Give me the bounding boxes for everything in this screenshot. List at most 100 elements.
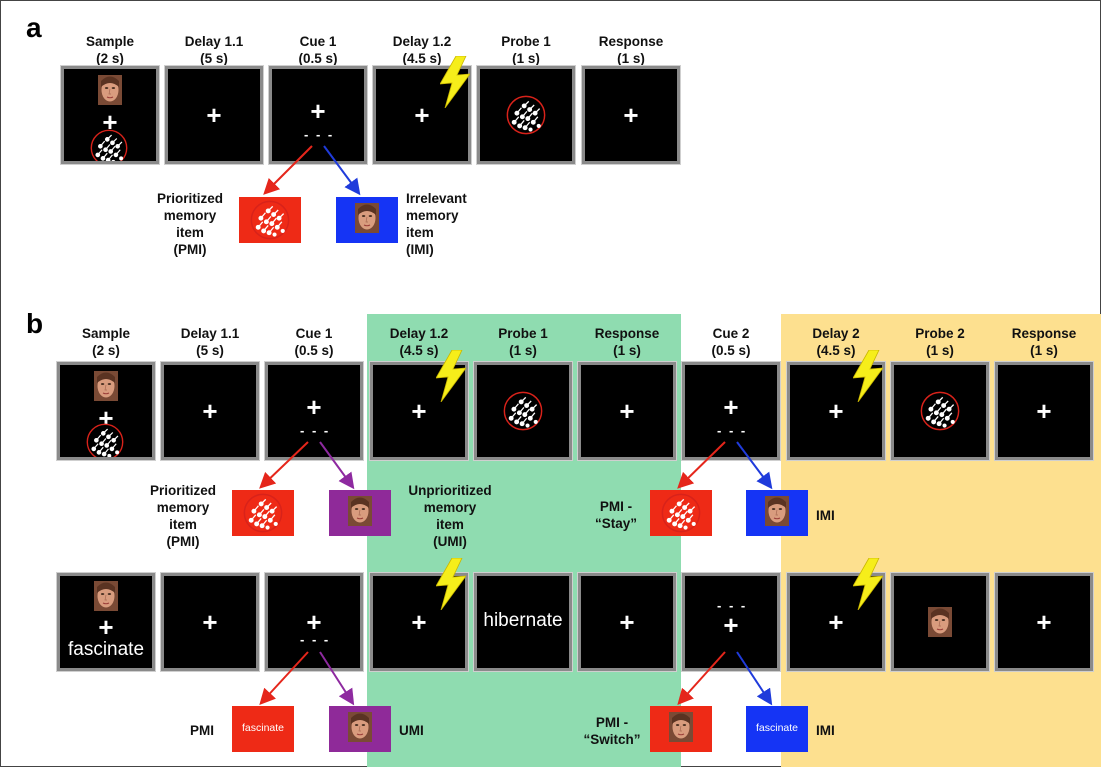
fixation-cross: +	[202, 607, 218, 637]
phase-duration: (0.5 s)	[294, 343, 334, 358]
screen-a-delay-1-1: +	[168, 69, 260, 161]
cue-dashes: - - -	[717, 423, 748, 438]
phase-name: Cue 1	[299, 34, 337, 49]
screen-b1-cue-2: + - - -	[685, 365, 777, 457]
fixation-cross: +	[306, 607, 322, 637]
pmi-item-box	[239, 197, 301, 243]
arrow-to-pmi	[259, 441, 309, 489]
pmi-item-box-b1	[232, 490, 294, 536]
arrow-to-pmi	[259, 651, 309, 705]
phase-duration: (4.5 s)	[816, 343, 856, 358]
panel_a-header-6: Response(1 s)	[579, 33, 683, 67]
panel_b-header-4: Delay 1.2(4.5 s)	[367, 325, 471, 359]
screen-b1-probe-1	[477, 365, 569, 457]
arrow-to-pmi-switch	[677, 651, 726, 705]
fixation-cross: +	[1036, 607, 1052, 637]
arrow-to-umi	[319, 651, 355, 706]
screen-b2-cue-2: - - - +	[685, 576, 777, 668]
panel_b-header-10: Response (1 s)	[992, 325, 1096, 359]
screen-b2-response: +	[581, 576, 673, 668]
arrow-to-pmi-stay	[677, 441, 726, 489]
phase-name: Probe 2	[915, 326, 965, 341]
panel_b-header-3: Cue 1 (0.5 s)	[262, 325, 366, 359]
panel-b-letter: b	[26, 308, 44, 339]
pmi-label-b2: PMI	[190, 723, 215, 738]
imi-label-a: Irrelevant memory item (IMI)	[406, 191, 467, 257]
pmi-switch-item-box	[650, 706, 712, 752]
screen-b2-probe-1: hibernate	[477, 576, 569, 668]
arrow-to-imi	[736, 651, 773, 706]
panel-a-letter: a	[26, 12, 42, 43]
fixation-cross: +	[102, 107, 118, 137]
phase-name: Delay 1.1	[180, 326, 240, 341]
imi-label-b2: IMI	[816, 723, 835, 738]
phase-name: Sample	[81, 326, 131, 341]
fixation-cross: +	[1036, 396, 1052, 426]
phase-name: Delay 1.2	[389, 326, 449, 341]
fixation-cross: +	[202, 396, 218, 426]
fixation-cross: +	[828, 607, 844, 637]
phase-name: Cue 1	[295, 326, 333, 341]
panel_b-header-7: Cue 2 (0.5 s)	[679, 325, 783, 359]
fixation-cross: +	[306, 392, 322, 422]
phase-duration: (1 s)	[613, 343, 641, 358]
arrow-to-umi	[319, 441, 355, 490]
phase-name: Probe 1	[498, 326, 548, 341]
panel_a-header-2: Delay 1.1 (5 s)	[162, 33, 266, 67]
umi-item-box-b2	[329, 706, 391, 752]
fixation-cross: +	[723, 610, 739, 640]
fixation-cross: +	[723, 392, 739, 422]
panel_b-header-5: Probe 1(1 s)	[471, 325, 575, 359]
fixation-cross: +	[411, 607, 427, 637]
phase-duration: (5 s)	[196, 343, 224, 358]
phase-duration: (1 s)	[512, 51, 540, 66]
screen-a-probe-1	[480, 69, 572, 161]
panel_a-header-1: Sample (2 s)	[58, 33, 162, 67]
phase-name: Cue 2	[712, 326, 750, 341]
fixation-cross: +	[828, 396, 844, 426]
phase-duration: (1 s)	[1030, 343, 1058, 358]
imi-item-box-b1	[746, 490, 808, 536]
sample-word: fascinate	[67, 639, 145, 660]
imi-box-word: fascinate	[755, 722, 799, 734]
imi-item-box	[336, 197, 398, 243]
screen-b1-cue-1: + - - -	[268, 365, 360, 457]
phase-name: Response	[1011, 326, 1077, 341]
phase-duration: (0.5 s)	[298, 51, 338, 66]
screen-b1-response: +	[581, 365, 673, 457]
umi-item-box-b1	[329, 490, 391, 536]
panel_b-header-6: Response(1 s)	[575, 325, 679, 359]
phase-name: Delay 1.1	[184, 34, 244, 49]
imi-item-box-b2: fascinate	[746, 706, 808, 752]
phase-name: Delay 2	[812, 326, 860, 341]
screen-b2-probe-2	[894, 576, 986, 668]
pmi-stay-label: PMI - “Stay”	[594, 499, 638, 531]
phase-duration: (1 s)	[617, 51, 645, 66]
umi-label-b2: UMI	[399, 723, 424, 738]
fixation-cross: +	[623, 100, 639, 130]
imi-label-b1: IMI	[816, 508, 835, 523]
phase-duration: (0.5 s)	[711, 343, 751, 358]
phase-duration: (5 s)	[200, 51, 228, 66]
cue-dashes: - - -	[300, 423, 331, 438]
pmi-box-word: fascinate	[241, 722, 285, 734]
cue-dashes: - - -	[304, 127, 335, 142]
screen-a-sample: +	[64, 69, 156, 161]
panel_a-header-4: Delay 1.2(4.5 s)	[370, 33, 474, 67]
screen-b1-probe-2	[894, 365, 986, 457]
pmi-stay-item-box	[650, 490, 712, 536]
pmi-label-b1: Prioritized memory item (PMI)	[149, 483, 216, 549]
cue-dashes: - - -	[300, 632, 331, 647]
screen-b2-response-2: +	[998, 576, 1090, 668]
panel_b-header-8: Delay 2 (4.5 s)	[784, 325, 888, 359]
fixation-cross: +	[206, 100, 222, 130]
pmi-switch-label: PMI - “Switch”	[583, 715, 641, 747]
panel_a-header-5: Probe 1 (1 s)	[474, 33, 578, 67]
screen-b2-sample: + fascinate	[60, 576, 152, 668]
phase-duration: (2 s)	[96, 51, 124, 66]
screen-a-response: +	[585, 69, 677, 161]
phase-name: Sample	[85, 34, 135, 49]
fixation-cross: +	[411, 396, 427, 426]
phase-name: Probe 1	[501, 34, 551, 49]
